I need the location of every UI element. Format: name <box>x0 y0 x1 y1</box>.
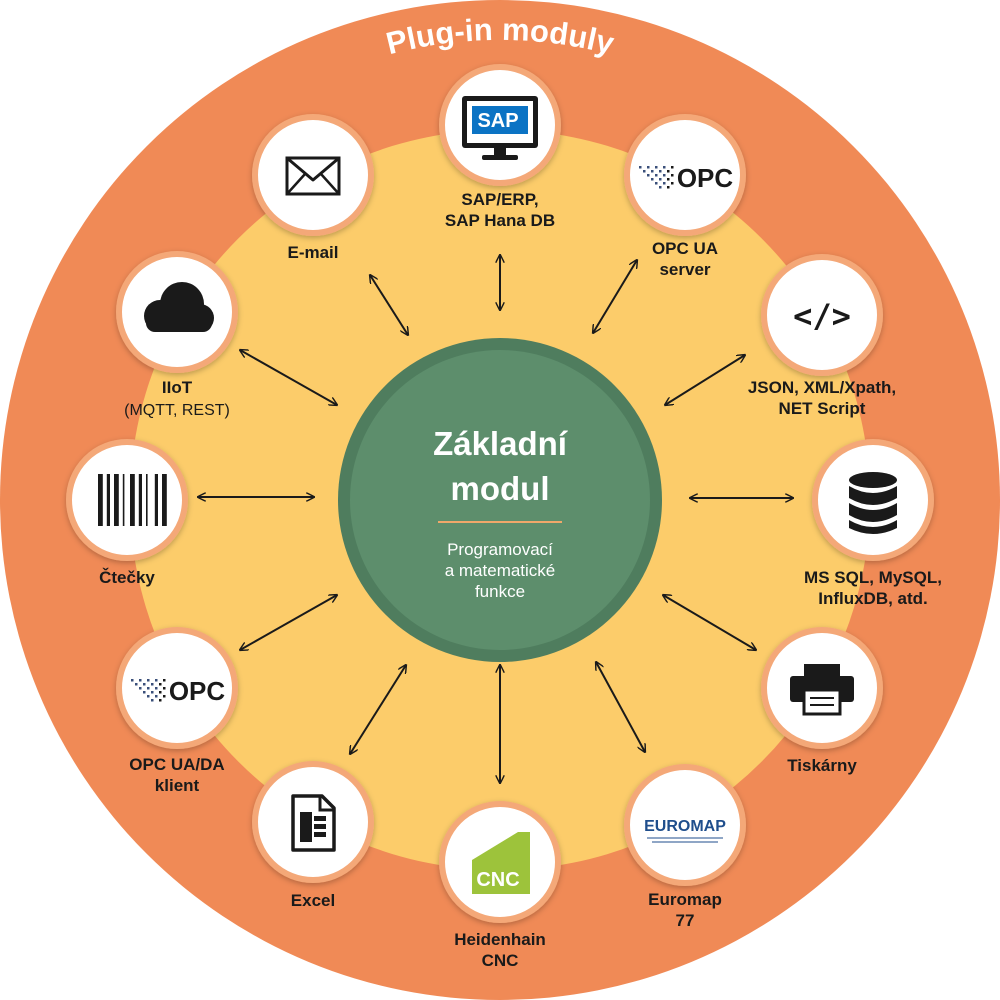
module-node-opc-ua-server: OPC OPC UA server <box>624 114 746 279</box>
opc-logo-icon: OPC <box>131 676 225 706</box>
cnc-logo-icon: CNC <box>472 832 530 894</box>
node-label-line: klient <box>155 776 200 795</box>
cloud-icon <box>144 282 214 332</box>
module-node-json-xml: </> JSON, XML/Xpath, NET Script <box>748 254 896 418</box>
printer-icon <box>790 664 854 716</box>
node-label-line: SAP Hana DB <box>445 211 555 230</box>
node-sublabel: (MQTT, REST) <box>124 402 230 419</box>
code-icon: </> <box>793 297 851 335</box>
svg-text:OPC: OPC <box>169 676 226 706</box>
module-node-email: E-mail <box>252 114 374 262</box>
database-icon <box>849 472 897 534</box>
node-label-line: Čtečky <box>99 568 155 587</box>
module-node-readers: Čtečky <box>66 439 188 587</box>
node-label-line: server <box>659 260 710 279</box>
svg-text:SAP: SAP <box>477 110 518 132</box>
node-label-line: JSON, XML/Xpath, <box>748 378 896 397</box>
connection-arrows <box>198 255 793 783</box>
connection-arrow <box>596 662 645 752</box>
core-module: Základní modul Programovací a matematick… <box>338 338 662 662</box>
connection-arrow <box>370 275 408 335</box>
module-node-euromap: EUROMAP Euromap 77 <box>624 764 746 930</box>
node-label-line: NET Script <box>779 399 866 418</box>
module-node-printers: Tiskárny <box>761 627 883 775</box>
node-circle <box>761 254 883 376</box>
node-circle <box>624 114 746 236</box>
svg-text:OPC: OPC <box>677 163 734 193</box>
core-module-subtitle-line-2: a matematické <box>445 561 556 580</box>
node-label-line: 77 <box>676 911 695 930</box>
module-node-opc-client: OPC OPC UA/DA klient <box>116 627 238 795</box>
core-module-subtitle-line-1: Programovací <box>447 540 553 559</box>
module-node-sap: SAP SAP/ERP, SAP Hana DB <box>439 64 561 230</box>
node-label-line: E-mail <box>287 243 338 262</box>
module-node-heidenhain: CNC Heidenhain CNC <box>439 801 561 970</box>
node-circle <box>66 439 188 561</box>
svg-text:CNC: CNC <box>476 869 519 891</box>
connection-arrow <box>350 665 406 754</box>
node-label-line: Heidenhain <box>454 930 546 949</box>
node-label-line: CNC <box>482 951 519 970</box>
opc-logo-icon: OPC <box>639 163 733 193</box>
node-label-line: Euromap <box>648 890 722 909</box>
connection-arrow <box>665 355 745 405</box>
node-label-line: OPC UA/DA <box>129 755 224 774</box>
module-node-iiot: IIoT (MQTT, REST) <box>116 251 238 419</box>
euromap-logo-icon: EUROMAP <box>644 818 726 843</box>
svg-text:EUROMAP: EUROMAP <box>644 818 726 835</box>
node-label-line: OPC UA <box>652 239 718 258</box>
module-node-excel: Excel <box>252 761 374 910</box>
core-module-title-line-2: modul <box>451 470 550 507</box>
node-label-line: Excel <box>291 891 335 910</box>
core-module-circle <box>350 350 650 650</box>
node-label-line: MS SQL, MySQL, <box>804 568 942 587</box>
module-node-databases: MS SQL, MySQL, InfluxDB, atd. <box>804 439 942 608</box>
connection-arrow <box>240 595 337 650</box>
core-module-subtitle-line-3: funkce <box>475 582 525 601</box>
connection-arrow <box>663 595 756 650</box>
barcode-icon <box>98 474 167 526</box>
node-label-line: IIoT <box>162 378 193 397</box>
node-label-line: InfluxDB, atd. <box>818 589 928 608</box>
connection-arrow <box>240 350 337 405</box>
node-label-line: SAP/ERP, <box>461 190 538 209</box>
core-module-title-line-1: Základní <box>433 425 569 462</box>
node-circle <box>116 627 238 749</box>
connection-arrow <box>593 260 637 333</box>
sap-monitor-icon: SAP <box>462 96 538 160</box>
node-label-line: Tiskárny <box>787 756 857 775</box>
envelope-icon <box>285 156 341 196</box>
node-circle <box>624 764 746 886</box>
spreadsheet-icon <box>291 794 336 852</box>
